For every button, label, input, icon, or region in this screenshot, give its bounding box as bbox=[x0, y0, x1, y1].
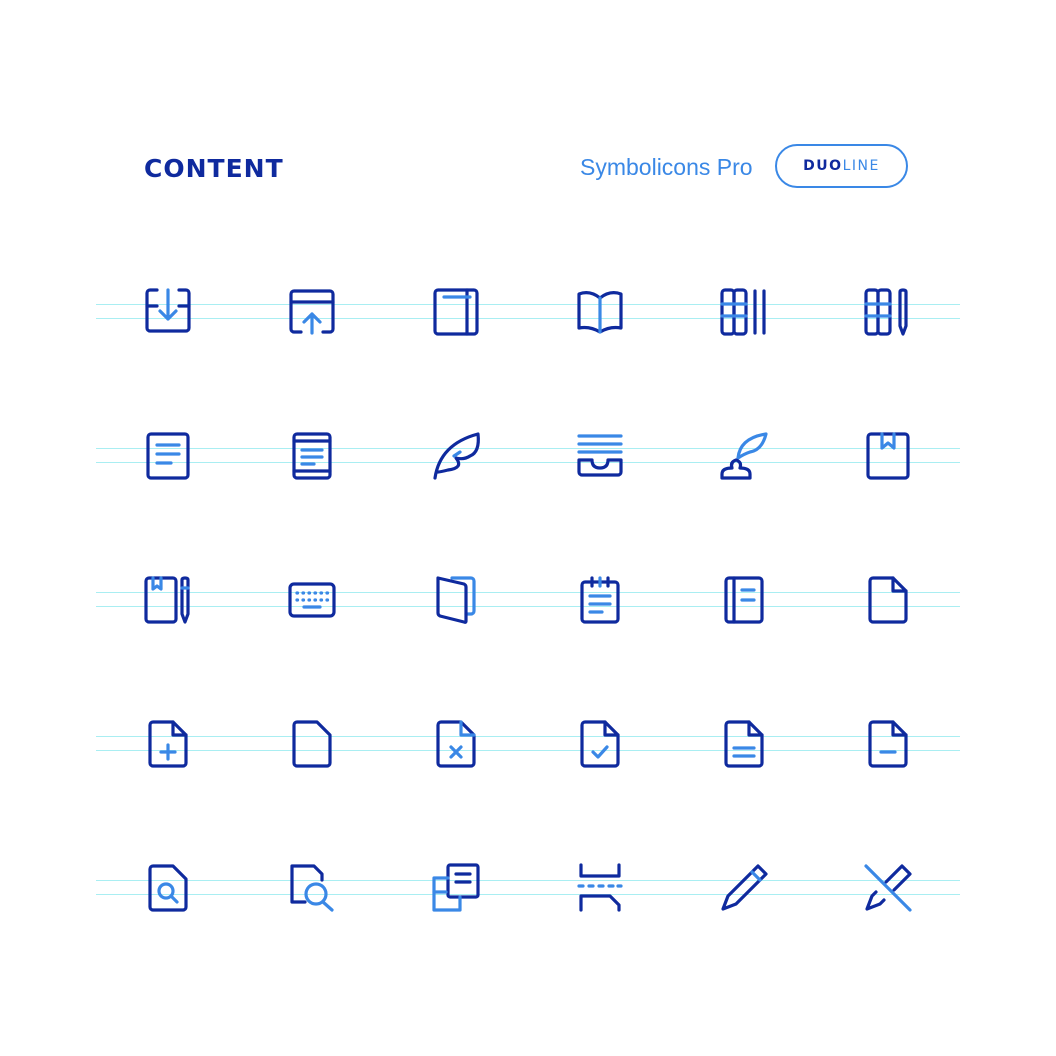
file-search-icon bbox=[142, 862, 194, 914]
badge-primary-text: DUO bbox=[803, 158, 843, 174]
notebook-pencil-icon bbox=[142, 574, 194, 626]
guide-line bbox=[96, 592, 960, 593]
notebook-icon bbox=[718, 574, 770, 626]
files-copy-icon bbox=[430, 862, 482, 914]
books-pencil-icon bbox=[862, 286, 914, 338]
inbox-tray-icon bbox=[574, 430, 626, 482]
badge-secondary-text: LINE bbox=[842, 158, 880, 174]
tray-upload-icon bbox=[286, 286, 338, 338]
document-text-icon bbox=[142, 430, 194, 482]
file-minus-icon bbox=[862, 718, 914, 770]
brand-name: Symbolicons Pro bbox=[580, 154, 753, 180]
file-icon bbox=[862, 574, 914, 626]
guide-line bbox=[96, 894, 960, 895]
file-add-icon bbox=[142, 718, 194, 770]
guide-line bbox=[96, 304, 960, 305]
guide-line bbox=[96, 606, 960, 607]
guide-line bbox=[96, 880, 960, 881]
cut-text-icon bbox=[574, 862, 626, 914]
document-lines-icon bbox=[286, 430, 338, 482]
pencil-icon bbox=[718, 862, 770, 914]
file-text-icon bbox=[718, 718, 770, 770]
guide-line bbox=[96, 750, 960, 751]
file-remove-icon bbox=[430, 718, 482, 770]
bookmark-book-icon bbox=[862, 430, 914, 482]
notepad-icon bbox=[574, 574, 626, 626]
book-icon bbox=[430, 286, 482, 338]
books-shelf-icon bbox=[718, 286, 770, 338]
guide-line bbox=[96, 318, 960, 319]
open-book-icon bbox=[574, 286, 626, 338]
file-search-outline-icon bbox=[286, 862, 338, 914]
file-blank-icon bbox=[286, 718, 338, 770]
keyboard-icon bbox=[286, 574, 338, 626]
guide-line bbox=[96, 462, 960, 463]
tray-download-icon bbox=[142, 286, 194, 338]
quill-inkwell-icon bbox=[718, 430, 770, 482]
guide-line bbox=[96, 448, 960, 449]
page-title: CONTENT bbox=[144, 154, 284, 183]
guide-line bbox=[96, 736, 960, 737]
feather-icon bbox=[430, 430, 482, 482]
pencil-off-icon bbox=[862, 862, 914, 914]
file-check-icon bbox=[574, 718, 626, 770]
door-book-icon bbox=[430, 574, 482, 626]
